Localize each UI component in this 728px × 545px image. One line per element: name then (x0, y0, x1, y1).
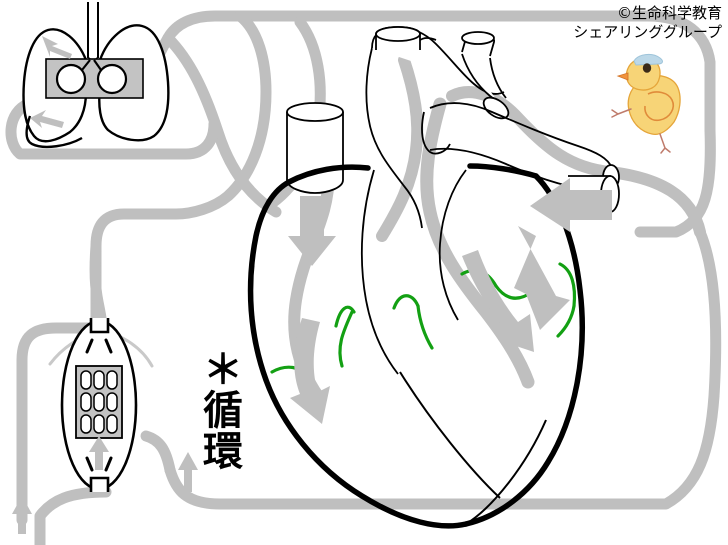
arch-descending-limb-inner (489, 57, 507, 99)
alveolus-right (96, 63, 128, 95)
tissue-cell (80, 370, 92, 390)
systemic-arterial-outflow-path (634, 124, 716, 238)
valve-cusp-tricuspid-left (334, 305, 356, 328)
chick-feet (611, 108, 671, 154)
return-arrow-left (12, 496, 32, 534)
pulmonary-trunk-band (376, 54, 424, 242)
heart-wall-right-upper-ridge (467, 163, 539, 179)
tissue-top-branch-ticks (85, 338, 113, 354)
lung-left-intake-loop (5, 98, 220, 160)
tissue-top-connector (89, 318, 110, 334)
left-heart-flow-band (420, 97, 535, 389)
aorta-arch-outline (365, 47, 423, 229)
chick-cap (633, 53, 663, 66)
tissue-bottom-branch-ticks (85, 456, 113, 472)
valve-cusp-tricuspid-right (338, 310, 354, 368)
brachiocephalic-branch (461, 31, 495, 57)
lung-left-lower-lobe (25, 115, 83, 149)
left-atrium-inflow-arrow (530, 178, 612, 232)
heart-group (247, 26, 620, 529)
alveolar-duct-left (81, 59, 91, 71)
superior-vena-cava (286, 102, 344, 194)
alveolar-duct-right (93, 59, 102, 71)
valve-cusp-aortic-right (556, 304, 576, 338)
alveolus-left (55, 63, 87, 95)
trachea-outline (87, 2, 99, 58)
lower-left-return-loop (34, 486, 112, 545)
tissue-cell (80, 392, 92, 412)
apex-diagonal-line (399, 371, 501, 499)
tissue-group (60, 318, 138, 492)
copyright-line-2: シェアリンググループ (573, 23, 722, 41)
heart-wall-left-border (247, 179, 469, 529)
left-ventricle-outline (465, 419, 547, 525)
atrial-division-line (438, 169, 467, 321)
systemic-return-arrows (12, 452, 198, 534)
right-atrium-flow-arrow (288, 196, 336, 266)
chick-mascot (611, 53, 681, 154)
pulmonary-trunk-notch (421, 111, 451, 155)
upper-inner-arc-path (90, 10, 272, 324)
interventricular-septum-line (360, 169, 399, 375)
return-arrow-mid (178, 452, 198, 492)
arch-branch-opening (482, 96, 510, 120)
pulmonary-artery-right-outline (429, 102, 613, 169)
tissue-bottom-connector (89, 476, 110, 492)
aorta-ascending-opening (375, 26, 421, 50)
lung-lower-flow-arrow (30, 110, 64, 128)
heart-wall-right-border (286, 164, 371, 185)
lung-upper-flow-arrow (42, 36, 72, 59)
tissue-flow-arrow (89, 436, 109, 470)
left-ventricle-flow-arrow (514, 226, 570, 330)
tissue-inflow-bottom-path (140, 430, 176, 476)
chick-wing (644, 91, 675, 122)
tissue-cell (80, 414, 92, 434)
copyright-line-1: ©生命科学教育 (616, 4, 722, 22)
lungs-group (22, 2, 170, 149)
tissue-cell (106, 414, 118, 434)
aortic-outflow-arrow (462, 250, 534, 352)
valve-cusp-pulmonary-lower (416, 304, 434, 350)
tissue-cell (93, 392, 105, 412)
valve-cusp-pulmonary (392, 294, 420, 310)
valve-cusp-aortic-left (558, 262, 577, 308)
chick-eye (642, 63, 652, 73)
tissue-cell (93, 414, 105, 434)
chick-beak (616, 72, 629, 81)
systemic-capillary-return-path (164, 226, 722, 510)
copyright-notice: ©生命科学教育シェアリンググループ (573, 4, 722, 42)
tissue-cell (106, 392, 118, 412)
left-edge-return-path (16, 322, 106, 526)
tissue-cells (80, 370, 118, 434)
tissue-cell (93, 370, 105, 390)
right-ventricle-flow-arrow (290, 318, 330, 424)
circulation-annotation-label: ＊循環 (196, 348, 242, 471)
tissue-cell (106, 370, 118, 390)
